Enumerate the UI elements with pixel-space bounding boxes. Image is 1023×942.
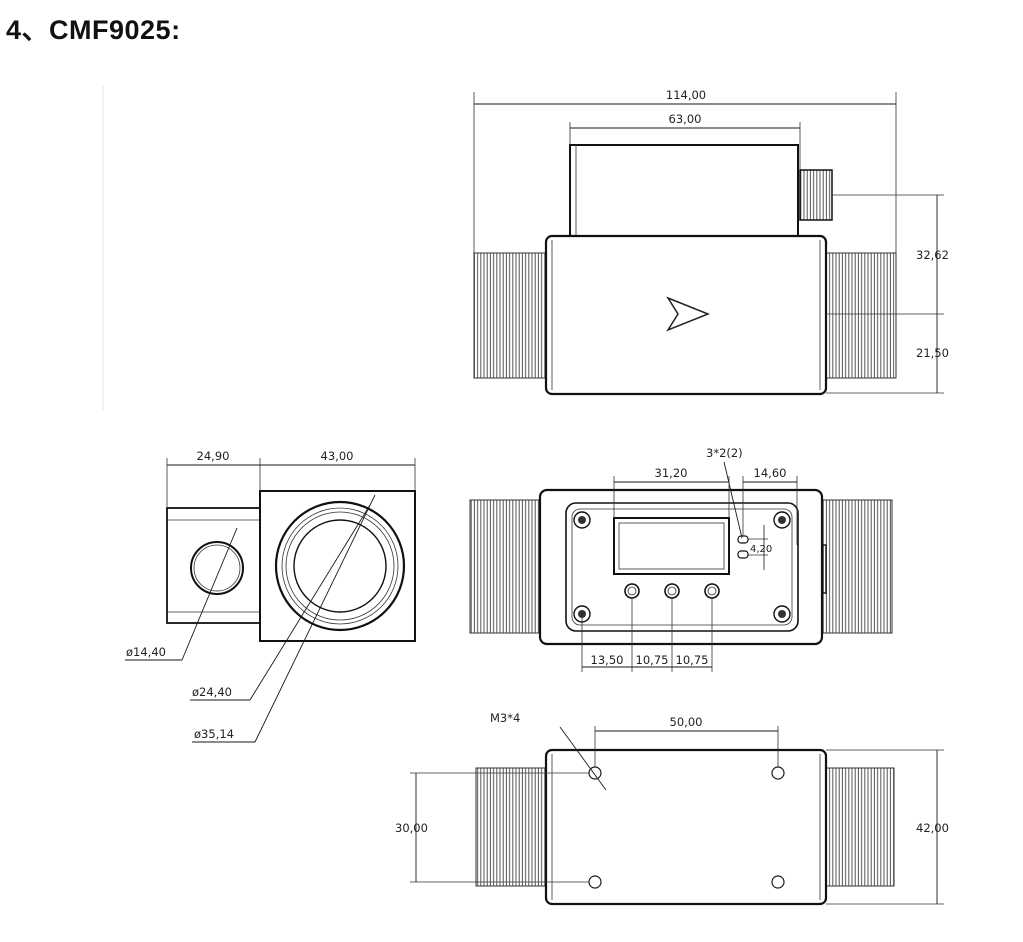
dim-center-height: 21,50 [916,346,949,360]
bottom-view: M3*4 50,00 30,00 42,00 [395,711,949,906]
dim-hole-spacing-x: 50,00 [670,715,703,729]
display-window [613,517,730,575]
side-view: ø14,40 ø24,40 ø35,14 24,90 43,00 [125,449,416,743]
dim-edge-offset: 14,60 [754,466,787,480]
right-thread [825,252,897,379]
dim-button-pitch-1: 10,75 [636,653,669,667]
flow-arrow-icon [666,296,711,332]
sensor-body [544,234,828,396]
led-bottom [737,550,749,559]
dim-hole-spacing-y: 30,00 [395,821,428,835]
page-title: 4、CMF9025: [6,15,181,45]
dim-outer-diameter: ø35,14 [194,727,234,741]
dim-inner-diameter: ø24,40 [192,685,232,699]
dim-width-right: 43,00 [321,449,354,463]
dim-connector-height: 32,62 [916,248,949,262]
display-housing [569,144,799,238]
dim-button-pitch-2: 10,75 [676,653,709,667]
outer-ring [274,500,406,632]
dim-small-diameter: ø14,40 [126,645,166,659]
left-thread [473,252,547,379]
dim-button-offset: 13,50 [591,653,624,667]
dim-width-left: 24,90 [197,449,230,463]
top-view: 114,00 63,00 32,62 21,50 [102,86,949,410]
dim-led-callout: 3*2(2) [706,446,743,460]
dim-screw-callout: M3*4 [490,711,520,725]
bottom-body [544,748,828,906]
dim-led-pitch: 4,20 [750,544,772,555]
dim-window-width: 31,20 [655,466,688,480]
led-top [737,535,749,544]
dim-overall-length: 114,00 [666,88,706,102]
front-view: 3*2(2) 31,20 14,60 4,20 13,50 10,75 10,7… [469,446,893,672]
dim-body-height: 42,00 [916,821,949,835]
small-port [190,541,244,595]
connector [799,169,833,221]
dim-display-length: 63,00 [669,112,702,126]
